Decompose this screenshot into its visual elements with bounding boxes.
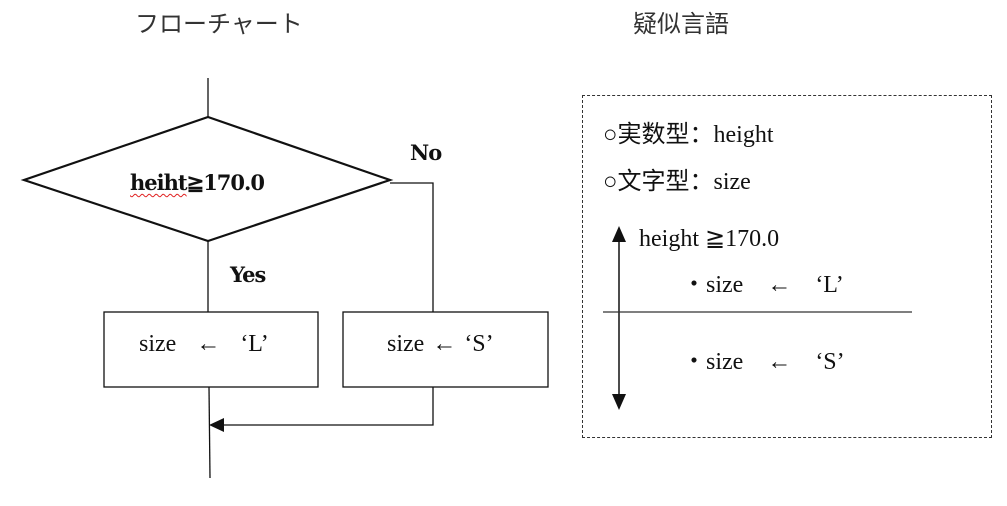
declaration-type: 文字型 <box>617 169 690 195</box>
pseudocode-true-branch: ・size ← ‘L’ <box>682 264 844 299</box>
declaration-type: 実数型 <box>617 122 690 148</box>
declaration-separator: ： <box>689 169 714 195</box>
false-branch-arrow-icon: ← <box>767 349 792 375</box>
declaration-marker-icon: ○ <box>603 122 618 148</box>
decision-value: 170.0 <box>203 170 265 195</box>
no-process-arrow-icon: ← <box>432 331 457 357</box>
false-branch-target: size <box>706 349 744 375</box>
yes-label: Yes <box>230 262 266 287</box>
declaration-real: ○実数型：height <box>603 114 774 149</box>
flowchart-title: フローチャート <box>135 10 303 38</box>
yes-process-value: ‘L’ <box>240 331 269 357</box>
merge-main-connector <box>208 386 211 479</box>
declaration-name: size <box>713 169 751 195</box>
bullet-icon: ・ <box>682 349 706 375</box>
merge-arrowhead-icon <box>209 418 224 432</box>
no-connector <box>390 182 434 312</box>
yes-process-box <box>103 311 319 388</box>
declaration-name: height <box>713 122 774 148</box>
merge-connector <box>222 387 434 426</box>
declaration-separator: ： <box>689 122 714 148</box>
no-process-text: size ← ‘S’ <box>387 331 494 358</box>
pseudocode-false-branch: ・size ← ‘S’ <box>682 341 845 376</box>
true-branch-arrow-icon: ← <box>767 272 792 298</box>
pseudocode-box <box>582 95 992 438</box>
false-branch-value: ‘S’ <box>815 349 845 375</box>
pseudocode-condition: height ≧170.0 <box>639 226 780 252</box>
no-label: No <box>410 140 442 165</box>
yes-process-text: size ← ‘L’ <box>139 331 269 358</box>
declaration-marker-icon: ○ <box>603 169 618 195</box>
no-process-value: ‘S’ <box>464 331 494 357</box>
true-branch-target: size <box>706 272 744 298</box>
no-process-box <box>342 311 549 388</box>
yes-process-arrow-icon: ← <box>196 331 221 357</box>
decision-condition: heiht≧170.0 <box>130 170 265 195</box>
declaration-string: ○文字型：size <box>603 161 751 196</box>
bullet-icon: ・ <box>682 272 706 298</box>
pseudocode-title: 疑似言語 <box>633 10 729 38</box>
true-branch-value: ‘L’ <box>815 272 844 298</box>
yes-process-target: size <box>139 331 177 357</box>
no-process-target: size <box>387 331 425 357</box>
decision-operator: ≧ <box>186 170 205 195</box>
decision-variable: heiht <box>130 170 188 195</box>
down-arrowhead-icon <box>612 394 626 410</box>
up-arrowhead-icon <box>612 226 626 242</box>
